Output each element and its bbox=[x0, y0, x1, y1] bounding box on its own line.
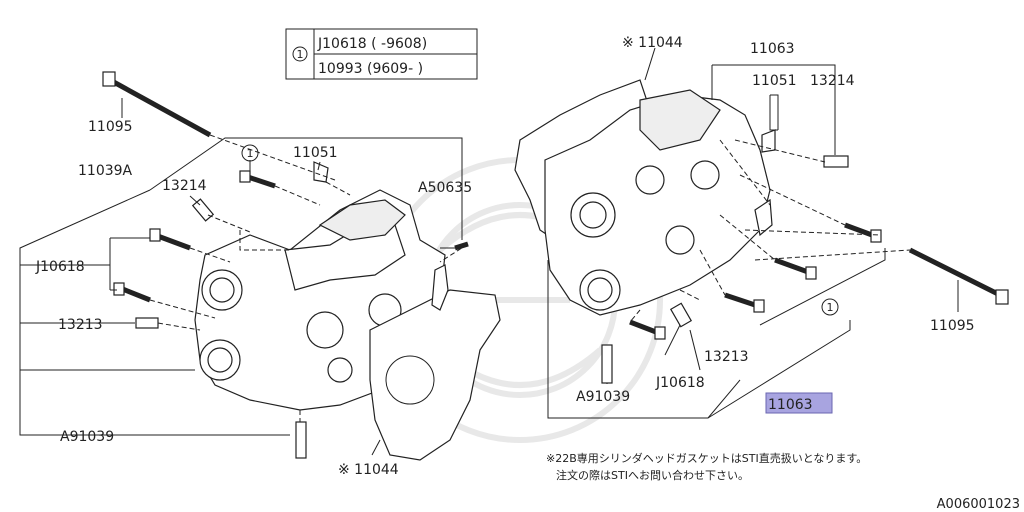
label-11044-right: ※ 11044 bbox=[622, 35, 683, 51]
reference-row-1: J10618 ( -9608) bbox=[317, 36, 427, 52]
diagram-code: A006001023 bbox=[937, 497, 1020, 512]
label-13213-right: 13213 bbox=[704, 349, 749, 365]
left-cylinder-head-assembly: 1 bbox=[19, 71, 501, 461]
marker-left: 1 bbox=[247, 147, 254, 160]
reference-marker: 1 bbox=[297, 48, 304, 61]
label-11063-highlight: 11063 bbox=[768, 397, 813, 413]
label-13214-left: 13214 bbox=[162, 178, 207, 194]
label-A91039-left: A91039 bbox=[60, 429, 114, 445]
label-A91039-right: A91039 bbox=[576, 389, 630, 405]
label-A50635: A50635 bbox=[418, 180, 472, 196]
label-13213-left: 13213 bbox=[58, 317, 103, 333]
label-11095-right: 11095 bbox=[930, 318, 975, 334]
label-11039A: 11039A bbox=[78, 163, 133, 179]
label-11044-left: ※ 11044 bbox=[338, 462, 399, 478]
marker-right: 1 bbox=[827, 301, 834, 314]
label-J10618-left: J10618 bbox=[35, 259, 85, 275]
label-11051-right: 11051 bbox=[752, 73, 797, 89]
right-cylinder-head-assembly: 1 bbox=[514, 47, 1009, 419]
reference-table: 1 J10618 ( -9608) 10993 (9609- ) bbox=[285, 28, 478, 80]
reference-row-2: 10993 (9609- ) bbox=[318, 61, 423, 77]
label-13214-right: 13214 bbox=[810, 73, 855, 89]
note-line-1: ※22B専用シリンダヘッドガスケットはSTI直売扱いとなります。 bbox=[546, 451, 867, 465]
note-line-2: 注文の際はSTIへお問い合わせ下さい。 bbox=[556, 468, 749, 482]
label-11051-left: 11051 bbox=[293, 145, 338, 161]
label-J10618-right: J10618 bbox=[655, 375, 705, 391]
label-11095-left: 11095 bbox=[88, 119, 133, 135]
highlight-11063 bbox=[765, 392, 833, 414]
label-11063-top: 11063 bbox=[750, 41, 795, 57]
